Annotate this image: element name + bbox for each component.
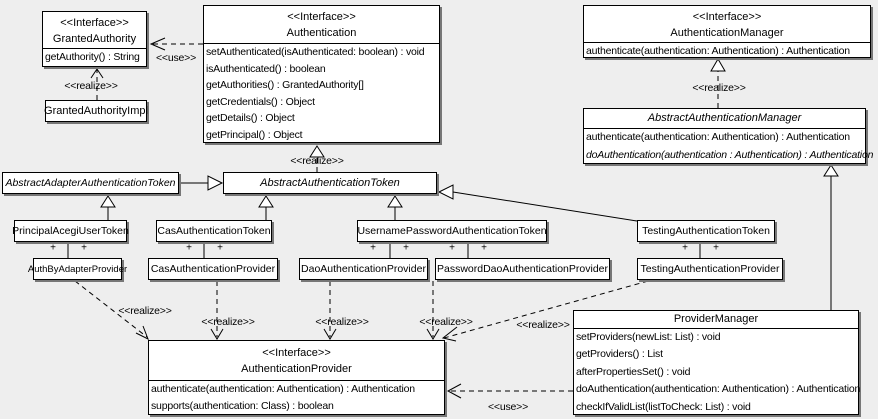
class-granted-authority-impl[interactable]: GrantedAuthorityImpl <box>44 100 148 122</box>
method: getPrincipal() : Object <box>206 128 303 141</box>
class-testing-authentication-provider[interactable]: TestingAuthenticationProvider <box>637 258 783 280</box>
multiplicity-label: + <box>682 242 688 254</box>
method: authenticate(authentication: Authenticat… <box>586 45 850 57</box>
multiplicity-label: + <box>186 242 192 254</box>
class-authentication-manager[interactable]: <<Interface>> AuthenticationManager auth… <box>583 5 871 58</box>
class-name: Authentication <box>286 27 357 39</box>
class-abstract-authentication-token[interactable]: AbstractAuthenticationToken <box>223 172 437 194</box>
multiplicity-label: + <box>449 242 455 254</box>
class-name: GrantedAuthority <box>52 33 137 45</box>
method: getAuthorities() : GrantedAuthority[] <box>206 79 364 92</box>
method: afterPropertiesSet() : void <box>576 365 691 378</box>
realize-label: <<realize>> <box>118 305 172 317</box>
method: supports(authentication: Class) : boolea… <box>151 400 334 413</box>
multiplicity-label: + <box>217 242 223 254</box>
class-provider-manager[interactable]: ProviderManager setProviders(newList: Li… <box>573 310 861 415</box>
class-cas-authentication-token[interactable]: CasAuthenticationToken <box>156 220 272 242</box>
class-name: PasswordDaoAuthenticationProvider <box>436 263 608 275</box>
class-cas-authentication-provider[interactable]: CasAuthenticationProvider <box>148 258 278 280</box>
class-abstract-authentication-manager[interactable]: AbstractAuthenticationManager authentica… <box>583 108 874 164</box>
stereotype: <<Interface>> <box>692 11 762 23</box>
method: doAuthentication(authentication : Authen… <box>586 148 874 161</box>
method: doAuthentication(authentication: Authent… <box>576 383 861 396</box>
class-principal-acegi-user-token[interactable]: PrincipalAcegiUserToken <box>12 220 129 242</box>
realize-label: <<realize>> <box>290 155 344 167</box>
method: isAuthenticated() : boolean <box>206 62 326 75</box>
multiplicity-label: + <box>713 242 719 254</box>
class-name: TestingAuthenticationProvider <box>640 263 780 275</box>
class-name: TestingAuthenticationToken <box>642 225 770 237</box>
class-authentication-provider[interactable]: <<Interface>> AuthenticationProvider aut… <box>148 340 445 415</box>
class-name: AuthByAdapterProvider <box>27 263 128 275</box>
class-authentication[interactable]: <<Interface>> Authentication setAuthenti… <box>203 5 440 143</box>
class-password-dao-authentication-provider[interactable]: PasswordDaoAuthenticationProvider <box>435 258 610 280</box>
class-name: CasAuthenticationToken <box>157 225 271 237</box>
stereotype: <<Interface>> <box>287 11 356 23</box>
class-username-password-authentication-token[interactable]: UsernamePasswordAuthenticationToken <box>357 220 547 242</box>
class-name: AuthenticationManager <box>670 27 784 39</box>
method: getAuthority() : String <box>45 51 140 63</box>
class-abstract-adapter-authentication-token[interactable]: AbstractAdapterAuthenticationToken <box>2 172 179 194</box>
multiplicity-label: + <box>50 242 56 254</box>
method: setAuthenticated(isAuthenticated: boolea… <box>206 46 425 58</box>
class-name: DaoAuthenticationProvider <box>301 263 426 275</box>
method: authenticate(authentication: Authenticat… <box>151 383 415 395</box>
class-name: PrincipalAcegiUserToken <box>12 225 129 237</box>
realize-label: <<realize>> <box>692 82 746 94</box>
class-dao-authentication-provider[interactable]: DaoAuthenticationProvider <box>299 258 428 280</box>
realize-label: <<realize>> <box>64 80 118 92</box>
multiplicity-label: + <box>370 242 376 254</box>
class-name: UsernamePasswordAuthenticationToken <box>357 225 547 237</box>
class-name: AuthenticationProvider <box>241 363 352 375</box>
class-name: AbstractAuthenticationManager <box>647 112 802 124</box>
realize-label: <<realize>> <box>201 316 255 328</box>
class-auth-by-adapter-provider[interactable]: AuthByAdapterProvider <box>28 258 127 280</box>
method: authenticate(authentication: Authenticat… <box>586 131 850 143</box>
class-name: GrantedAuthorityImpl <box>44 105 148 117</box>
multiplicity-label: + <box>481 242 487 254</box>
realize-label: <<realize>> <box>419 316 473 328</box>
class-name: CasAuthenticationProvider <box>150 263 276 275</box>
class-granted-authority[interactable]: <<Interface>> GrantedAuthority getAuthor… <box>42 11 147 67</box>
class-name: AbstractAdapterAuthenticationToken <box>5 177 176 189</box>
use-label: <<use>> <box>487 401 529 413</box>
realize-label: <<realize>> <box>315 316 369 328</box>
multiplicity-label: + <box>81 242 87 254</box>
class-name: AbstractAuthenticationToken <box>260 177 400 189</box>
method: getCredentials() : Object <box>206 95 315 108</box>
stereotype: <<Interface>> <box>60 17 129 29</box>
method: setProviders(newList: List) : void <box>576 331 721 343</box>
method: checkIfValidList(listToCheck: List) : vo… <box>576 400 751 413</box>
use-label: <<use>> <box>155 52 197 64</box>
stereotype: <<Interface>> <box>262 347 331 359</box>
method: getDetails() : Object <box>206 112 295 125</box>
class-name: ProviderManager <box>673 313 759 325</box>
class-testing-authentication-token[interactable]: TestingAuthenticationToken <box>637 220 775 242</box>
method: getProviders() : List <box>576 348 663 361</box>
multiplicity-label: + <box>403 242 409 254</box>
realize-label: <<realize>> <box>516 319 570 331</box>
